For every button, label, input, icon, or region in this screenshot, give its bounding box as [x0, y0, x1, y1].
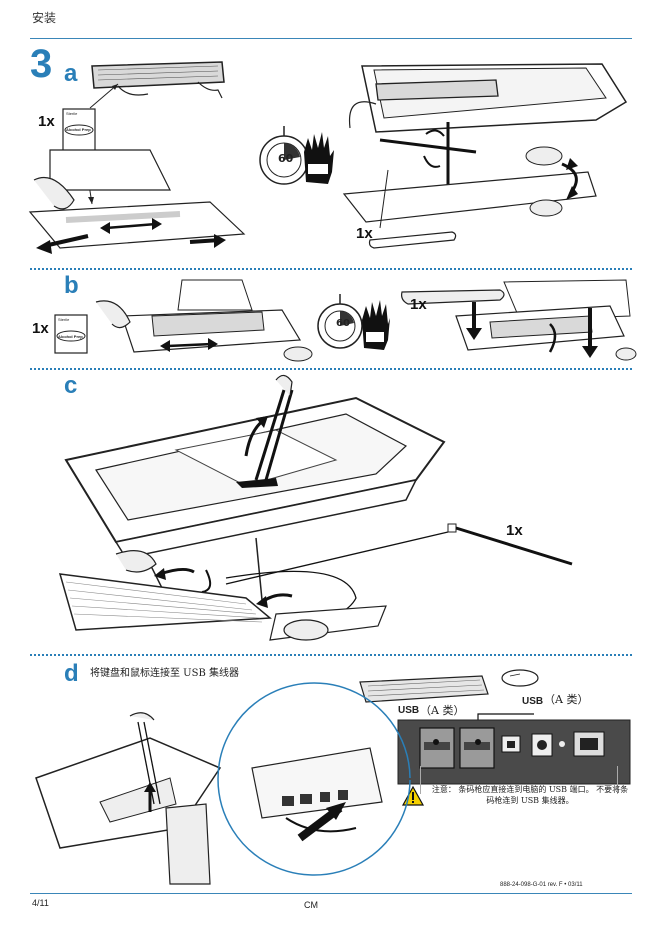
doc-id: 888-24-098-G-01 rev. F • 03/11 [500, 882, 583, 888]
note-frame [420, 766, 618, 794]
wiping-tray-illustration [28, 149, 246, 254]
page-header-title: 安装 [32, 11, 57, 25]
footer-rule [30, 893, 632, 894]
timer-seconds-a: 60 [278, 152, 294, 165]
adhesive-strip-icon [368, 231, 457, 249]
pad-sterile-label: Sterile [66, 111, 78, 116]
footer-center-label: CM [304, 900, 318, 910]
keyboard-icon [91, 61, 225, 99]
pad-quantity-b: 1x [32, 320, 49, 337]
usb-type-2: （A 类） [544, 693, 589, 706]
substep-d-label: d [64, 660, 79, 687]
step-number: 3 [30, 42, 53, 86]
timer-icon [259, 126, 309, 185]
substep-a-label: a [64, 60, 78, 87]
cable-tie-icon [447, 523, 573, 566]
usb-label-2: USB [522, 696, 544, 707]
pad-b-sterile: Sterile [58, 317, 70, 322]
glove-icon [304, 132, 334, 184]
strip-quantity-a: 1x [356, 225, 373, 242]
timer-seconds-b: 60 [336, 318, 350, 329]
strip-quantity-b: 1x [410, 296, 427, 313]
cable-routing-illustration [64, 374, 449, 629]
usb-hub-note: 注意： 条码枪应直接连到电脑的 USB 端口。 不要将条码枪连到 USB 集线器… [431, 785, 629, 805]
section-divider-a [30, 268, 632, 270]
apply-strip-illustration-b [455, 279, 637, 361]
section-divider-b [30, 368, 632, 370]
hub-connection-illustration [35, 682, 411, 885]
mouse-icon-d [501, 669, 539, 687]
timer-icon-b [317, 294, 363, 349]
pad-quantity: 1x [38, 113, 55, 130]
tie-quantity: 1x [506, 522, 523, 539]
usb-hub-panel [397, 713, 631, 785]
cart-tray-illustration [342, 63, 628, 229]
usb-type-1: （A 类） [420, 704, 465, 717]
header-rule [30, 38, 632, 39]
wipe-tray-illustration-b [95, 279, 313, 362]
glove-icon-b [362, 300, 390, 350]
keyboard-icon-d [359, 675, 489, 703]
usb-label-1: USB [398, 705, 420, 716]
section-divider-c [30, 654, 632, 656]
keyboard-icon-c [58, 573, 272, 631]
section-d-instruction: 将键盘和鼠标连接至 USB 集线器 [90, 668, 239, 679]
mouse-pad-c [269, 605, 387, 641]
substep-b-label: b [64, 272, 79, 299]
alcohol-pad-icon-b [54, 314, 88, 354]
substep-c-label: c [64, 372, 78, 399]
pad-b-brand: Alcohol Prep [58, 334, 83, 339]
page-number: 4/11 [32, 898, 49, 908]
pad-brand-label: Alcohol Prep [66, 127, 91, 132]
adhesive-strip-icon-b [401, 289, 505, 305]
